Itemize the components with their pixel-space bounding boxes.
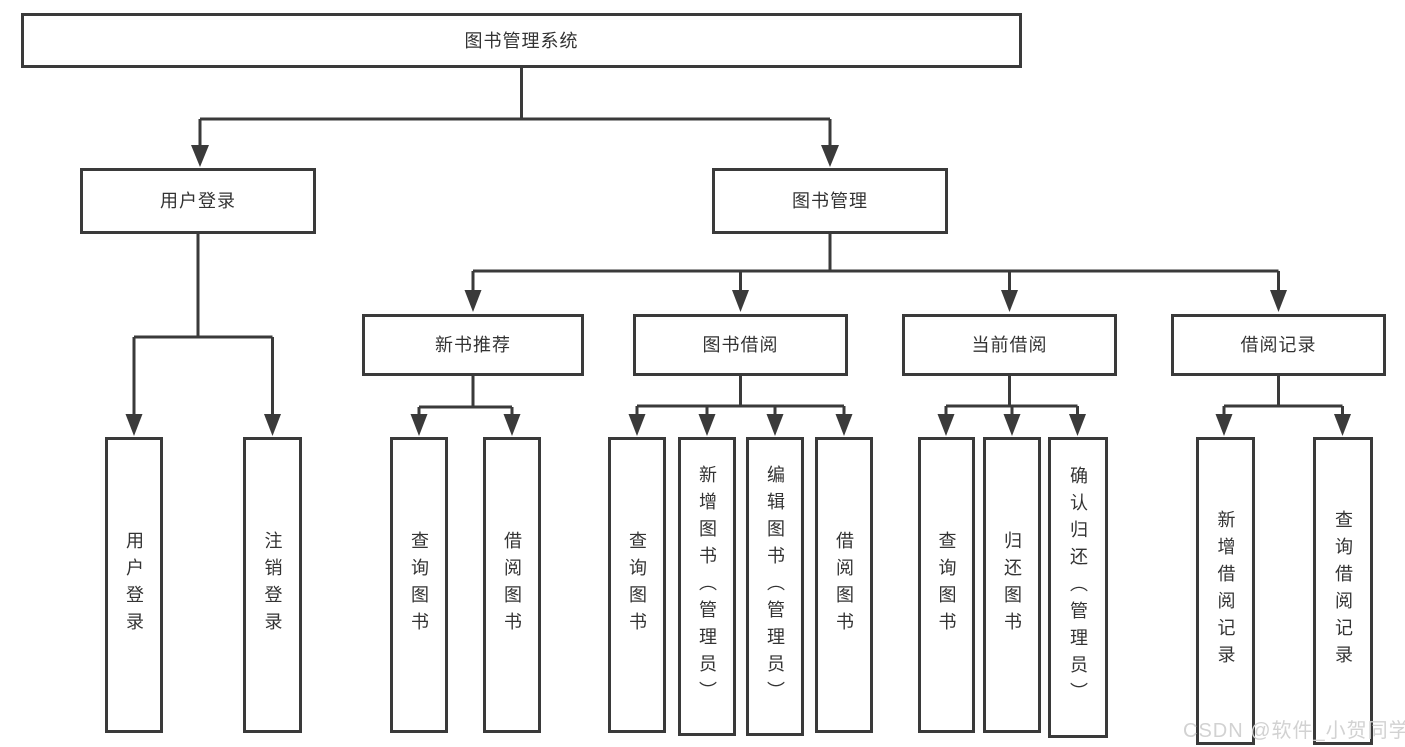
node-leaf-query-borrow-record: 查询借阅记录 bbox=[1313, 437, 1373, 745]
node-label: 借阅图书 bbox=[834, 531, 854, 639]
node-leaf-borrow-books: 借阅图书 bbox=[815, 437, 873, 733]
node-label: 查询图书 bbox=[409, 531, 429, 639]
node-leaf-borrow-books-recommend: 借阅图书 bbox=[483, 437, 541, 733]
node-label: 图书借阅 bbox=[702, 335, 779, 355]
node-leaf-query-books-current: 查询图书 bbox=[918, 437, 975, 733]
node-label: 借阅记录 bbox=[1240, 335, 1317, 355]
node-label: 确认归还（管理员） bbox=[1068, 466, 1088, 709]
node-leaf-add-books-admin: 新增图书（管理员） bbox=[678, 437, 736, 736]
node-label: 查询借阅记录 bbox=[1333, 510, 1353, 672]
node-library-management-system: 图书管理系统 bbox=[21, 13, 1022, 68]
node-label: 图书管理系统 bbox=[464, 30, 579, 51]
node-label: 图书管理 bbox=[792, 191, 868, 211]
node-label: 注销登录 bbox=[262, 531, 283, 639]
node-leaf-add-borrow-record: 新增借阅记录 bbox=[1196, 437, 1255, 745]
node-label: 新增借阅记录 bbox=[1215, 510, 1236, 672]
node-borrow-records: 借阅记录 bbox=[1171, 314, 1386, 376]
node-leaf-query-books-recommend: 查询图书 bbox=[390, 437, 448, 733]
node-leaf-edit-books-admin: 编辑图书（管理员） bbox=[746, 437, 804, 736]
node-leaf-query-books: 查询图书 bbox=[608, 437, 666, 733]
node-label: 编辑图书（管理员） bbox=[765, 465, 785, 708]
node-label: 查询图书 bbox=[627, 531, 647, 639]
node-label: 新书推荐 bbox=[435, 335, 511, 355]
node-new-book-recommend: 新书推荐 bbox=[362, 314, 584, 376]
node-label: 归还图书 bbox=[1002, 531, 1022, 639]
node-book-management: 图书管理 bbox=[712, 168, 948, 234]
node-leaf-confirm-return-admin: 确认归还（管理员） bbox=[1048, 437, 1108, 738]
node-current-borrow: 当前借阅 bbox=[902, 314, 1117, 376]
node-label: 查询图书 bbox=[936, 531, 957, 639]
connector-paths bbox=[132, 68, 1344, 420]
node-label: 借阅图书 bbox=[502, 531, 522, 639]
node-label: 新增图书（管理员） bbox=[697, 465, 717, 708]
node-leaf-logout: 注销登录 bbox=[243, 437, 302, 733]
node-user-login: 用户登录 bbox=[80, 168, 316, 234]
node-leaf-user-login: 用户登录 bbox=[105, 437, 163, 733]
node-book-borrow: 图书借阅 bbox=[633, 314, 848, 376]
node-label: 用户登录 bbox=[160, 191, 236, 211]
node-leaf-return-books: 归还图书 bbox=[983, 437, 1041, 733]
arrowheads bbox=[125, 145, 1351, 436]
csdn-watermark: CSDN @软件_小贺同学 bbox=[1183, 720, 1405, 742]
node-label: 当前借阅 bbox=[971, 335, 1048, 355]
node-label: 用户登录 bbox=[124, 531, 144, 639]
